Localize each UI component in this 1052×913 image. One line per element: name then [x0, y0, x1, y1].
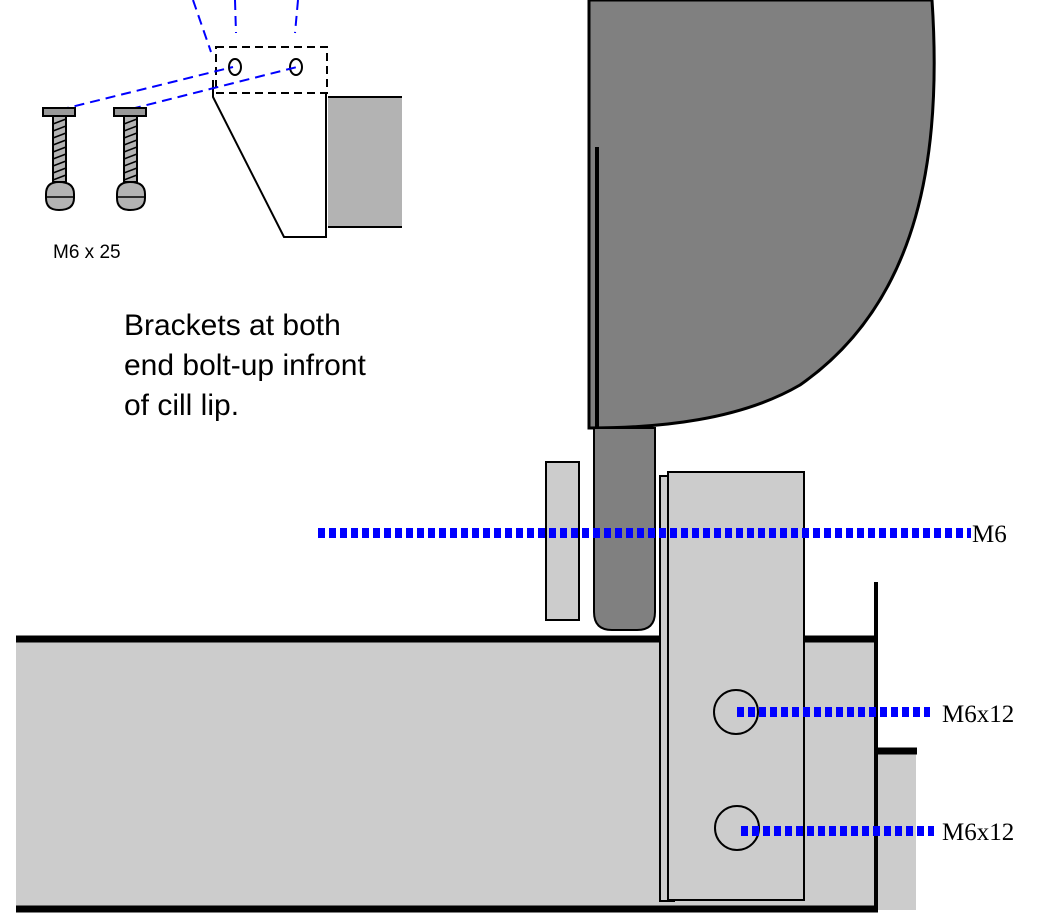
note-line-2: end bolt-up infront — [124, 349, 366, 382]
bracket-hidden-detail — [215, 46, 328, 94]
grey-semicircle-housing — [587, 0, 936, 430]
bracket-tube — [328, 97, 402, 227]
bracket-outline — [212, 80, 327, 238]
screw-left — [42, 107, 76, 212]
screw-leader-lines — [58, 0, 299, 111]
bolt-hole-upper — [713, 689, 759, 735]
bolt-label-top: M6 — [972, 521, 1007, 548]
screw-right — [113, 107, 147, 212]
note-line-3: of cill lip. — [124, 389, 239, 422]
bracket-plate — [667, 471, 805, 901]
bracket-hole-right — [289, 58, 303, 76]
bracket-hole-left — [228, 58, 242, 76]
note-line-1: Brackets at both — [124, 309, 341, 342]
screw-size-label: M6 x 25 — [53, 242, 121, 263]
bolt-label-middle: M6x12 — [942, 701, 1014, 728]
spacer-plate — [545, 461, 580, 621]
grey-tongue — [593, 427, 656, 631]
bolt-label-bottom: M6x12 — [942, 819, 1014, 846]
